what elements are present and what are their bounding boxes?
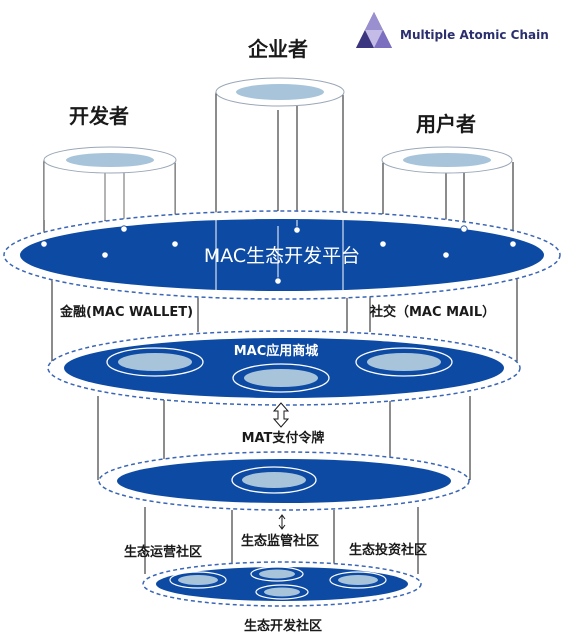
supervision-community-label: 生态监管社区 [241,533,319,549]
consumers-label: 用户者 [416,112,476,136]
app-store-title: MAC应用商城 [234,343,319,359]
platform-inner-lines [215,220,344,290]
developers-label: 开发者 [69,104,129,128]
platform-connection-dots [40,225,517,285]
developers-cylinder [43,146,177,220]
operations-community-label: 生态运营社区 [124,544,202,560]
consumers-cylinder [381,146,513,174]
enterprises-cylinder [215,77,345,107]
investment-community-label: 生态投资社区 [349,542,427,558]
app-store-disc [47,330,521,406]
brand-name: Multiple Atomic Chain [400,28,549,42]
community-disc [142,561,422,607]
double-arrow-icon [272,402,290,428]
platform-title: MAC生态开发平台 [204,245,360,267]
enterprises-label: 企业者 [247,37,308,61]
social-mail-label: 社交（MAC MAIL） [369,304,495,320]
triangle-mosaic-logo [356,12,392,48]
finance-wallet-label: 金融(MAC WALLET) [59,304,193,320]
token-label: MAT支付令牌 [242,430,325,446]
development-community-label: 生态开发社区 [244,618,322,634]
small-double-arrow-icon [278,514,286,530]
token-ring-disc [98,451,470,511]
platform-disc [3,210,561,300]
